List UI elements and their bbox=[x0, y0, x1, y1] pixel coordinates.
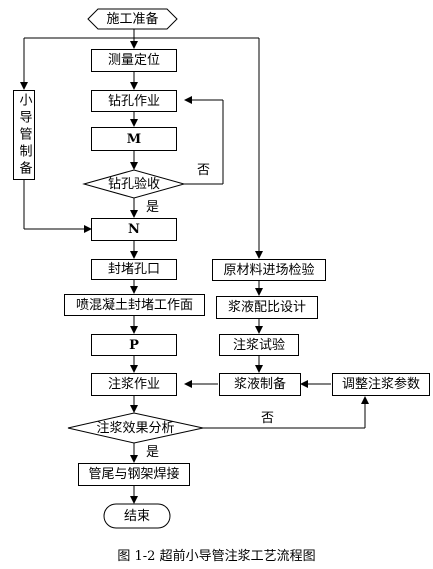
mix-design-node: 浆液配比设计 bbox=[216, 296, 318, 319]
no-label-1: 否 bbox=[197, 163, 211, 178]
drill-node: 钻孔作业 bbox=[91, 90, 177, 112]
seal-hole-node: 封堵孔口 bbox=[91, 259, 177, 280]
materials-node: 原材料进场检验 bbox=[212, 259, 326, 281]
n-node: N bbox=[91, 218, 177, 241]
start-shape bbox=[87, 8, 178, 30]
end-terminator bbox=[103, 503, 171, 529]
weld-node: 管尾与钢架焊接 bbox=[78, 463, 190, 486]
grout-effect-node: 注浆效果分析 bbox=[96, 420, 175, 436]
start-node: 施工准备 bbox=[106, 11, 159, 27]
m-node: M bbox=[91, 127, 177, 151]
yes-label-2: 是 bbox=[146, 445, 160, 460]
small-pipe-node: 小导管制备 bbox=[13, 90, 35, 180]
grouting-node: 注浆作业 bbox=[91, 373, 177, 396]
end-node: 结束 bbox=[123, 508, 150, 524]
survey-node: 测量定位 bbox=[91, 49, 177, 72]
adjust-node: 调整注浆参数 bbox=[332, 373, 430, 396]
drill-check-node: 钻孔验收 bbox=[107, 176, 160, 192]
yes-label-1: 是 bbox=[146, 200, 160, 215]
p-node: P bbox=[91, 334, 177, 356]
grout-prep-node: 浆液制备 bbox=[219, 373, 301, 396]
grout-test-node: 注浆试验 bbox=[219, 334, 299, 356]
shotcrete-node: 喷混凝土封堵工作面 bbox=[64, 294, 205, 316]
no-label-2: 否 bbox=[261, 411, 275, 426]
figure-caption: 图 1-2 超前小导管注浆工艺流程图 bbox=[117, 549, 316, 564]
